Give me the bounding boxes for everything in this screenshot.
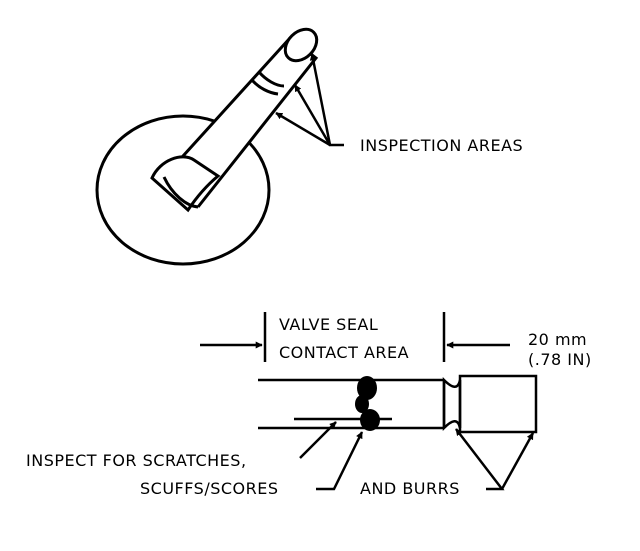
stem-base-collar <box>150 155 221 213</box>
stem-end-section <box>458 374 538 434</box>
damage-marks <box>355 376 380 431</box>
valve-perspective-view <box>95 27 319 266</box>
inspection-areas-leaders <box>275 53 344 147</box>
scuffs-leader <box>316 431 364 491</box>
scuffs-scores-label: SCUFFS/SCORES <box>140 479 279 498</box>
dimension-mm-label: 20 mm <box>528 330 587 349</box>
stem-side-detail <box>258 312 538 434</box>
and-burrs-label: AND BURRS <box>360 479 460 498</box>
valve-seal-label-line1: VALVE SEAL <box>279 315 378 334</box>
inspection-areas-label: INSPECTION AREAS <box>360 136 523 155</box>
keeper-groove-ring <box>257 70 285 88</box>
valve-seal-label-line2: CONTACT AREA <box>279 343 409 362</box>
keeper-groove <box>442 376 462 432</box>
dimension-in-label: (.78 IN) <box>528 350 592 369</box>
burrs-leader <box>455 428 535 491</box>
inspect-scratches-label: INSPECT FOR SCRATCHES, <box>26 451 247 470</box>
scratches-leader <box>294 417 392 459</box>
